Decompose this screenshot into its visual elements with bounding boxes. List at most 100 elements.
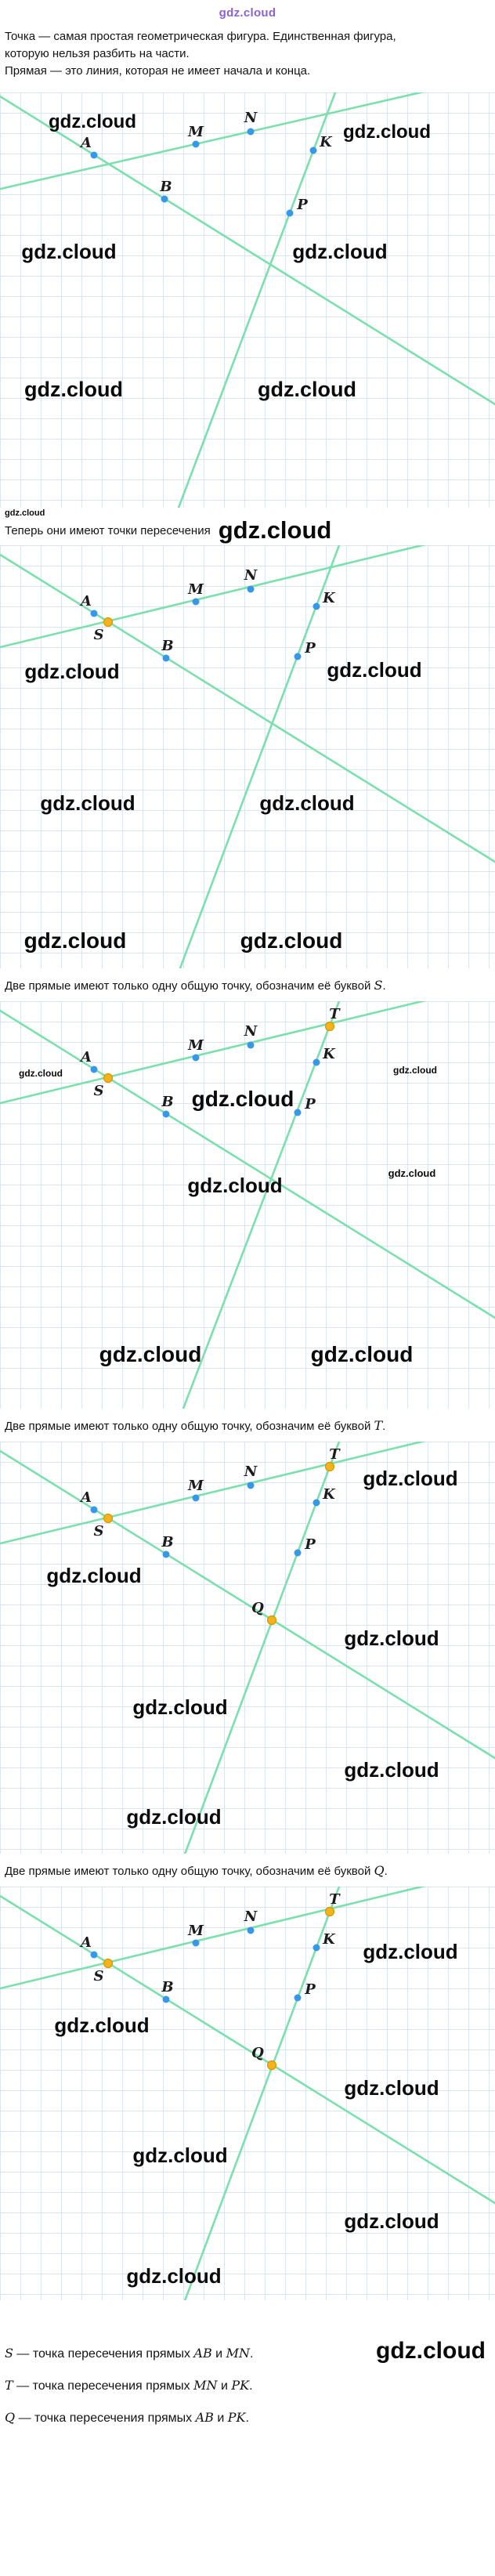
point-label-A: A bbox=[79, 593, 92, 610]
point-letter: S bbox=[374, 978, 383, 993]
point-N bbox=[247, 585, 255, 593]
point-label-T: T bbox=[329, 1891, 341, 1908]
point-letter: Q bbox=[5, 2410, 16, 2425]
point-label-A: A bbox=[79, 1934, 92, 1951]
caption-text-before: Две прямые имеют только одну общую точку… bbox=[5, 979, 374, 993]
point-P bbox=[294, 1994, 302, 2002]
point-P bbox=[286, 209, 294, 217]
summary-line-t: T — точка пересечения прямых MN и PK. bbox=[5, 2370, 495, 2402]
point-A bbox=[90, 610, 98, 617]
point-label-T: T bbox=[329, 1446, 341, 1463]
watermark-text: gdz.cloud bbox=[311, 1342, 414, 1366]
point-B bbox=[162, 1550, 170, 1558]
watermark-text: gdz.cloud bbox=[24, 660, 119, 683]
caption-text-after: . bbox=[384, 1865, 388, 1878]
point-label-N: N bbox=[244, 1908, 258, 1925]
point-label-Q: Q bbox=[251, 2045, 264, 2061]
summary-block: S — точка пересечения прямых AB и MN. T … bbox=[0, 2338, 495, 2434]
diagram-intersection-q-canvas: gdz.cloudgdz.cloudgdz.cloudgdz.cloudgdz.… bbox=[0, 1442, 495, 1854]
caption-text-after: . bbox=[382, 979, 386, 993]
intro-line-1: Точка — самая простая геометрическая фиг… bbox=[5, 30, 396, 43]
point-P bbox=[294, 653, 302, 660]
line-name: PK bbox=[231, 2378, 250, 2393]
watermark-text: gdz.cloud bbox=[24, 378, 123, 401]
point-label-P: P bbox=[296, 197, 308, 213]
line-MN bbox=[0, 1001, 427, 1105]
line-PK bbox=[177, 92, 337, 508]
point-label-N: N bbox=[244, 110, 258, 126]
line-name: MN bbox=[193, 2378, 218, 2393]
point-label-B: B bbox=[161, 1094, 173, 1110]
line-PK bbox=[183, 1887, 341, 2300]
point-label-T: T bbox=[329, 1006, 341, 1022]
point-B bbox=[162, 654, 170, 662]
point-label-B: B bbox=[161, 1534, 173, 1550]
watermark-text: gdz.cloud bbox=[99, 1342, 202, 1366]
point-label-A: A bbox=[79, 135, 92, 151]
watermark-text: gdz.cloud bbox=[21, 240, 116, 263]
point-label-M: M bbox=[187, 581, 204, 598]
point-M bbox=[192, 140, 200, 148]
point-P bbox=[294, 1109, 302, 1116]
diagram-intersection-t-canvas: gdz.cloudgdz.cloudgdz.cloudgdz.cloudgdz.… bbox=[0, 1001, 495, 1409]
point-label-M: M bbox=[187, 1478, 204, 1494]
watermark-text: gdz.cloud bbox=[363, 1940, 457, 1963]
point-S bbox=[103, 1513, 114, 1524]
watermark-text: gdz.cloud bbox=[132, 1695, 227, 1719]
point-Q bbox=[266, 2060, 277, 2071]
summary-text: . bbox=[249, 2379, 253, 2393]
line-name: AB bbox=[195, 2410, 214, 2425]
point-N bbox=[247, 128, 255, 136]
caption-point-s: Две прямые имеют только одну общую точку… bbox=[0, 968, 495, 1001]
point-K bbox=[313, 1944, 320, 1952]
watermark-text: gdz.cloud bbox=[187, 1174, 282, 1197]
point-label-B: B bbox=[161, 1979, 173, 1995]
line-name: MN bbox=[226, 2346, 250, 2361]
point-label-M: M bbox=[187, 1037, 204, 1054]
point-label-N: N bbox=[244, 1023, 258, 1040]
watermark-text: gdz.cloud bbox=[49, 111, 136, 132]
point-label-P: P bbox=[304, 1536, 316, 1553]
caption-text-before: Две прямые имеют только одну общую точку… bbox=[5, 1420, 374, 1433]
watermark-text: gdz.cloud bbox=[5, 508, 45, 518]
point-K bbox=[313, 602, 320, 610]
point-S bbox=[103, 1073, 114, 1084]
point-label-P: P bbox=[304, 1981, 316, 1998]
watermark-text: gdz.cloud bbox=[258, 378, 356, 401]
watermark-text: gdz.cloud bbox=[363, 1467, 457, 1490]
point-S bbox=[103, 1958, 114, 1969]
point-K bbox=[313, 1499, 320, 1507]
point-label-A: A bbox=[79, 1489, 92, 1506]
caption-intersections-text: Теперь они имеют точки пересечения bbox=[5, 523, 211, 537]
point-B bbox=[162, 1995, 170, 2003]
point-B bbox=[161, 195, 168, 203]
point-label-M: M bbox=[187, 124, 204, 140]
point-letter: T bbox=[374, 1418, 383, 1433]
point-T bbox=[324, 1461, 335, 1472]
point-label-S: S bbox=[94, 627, 104, 643]
point-S bbox=[103, 617, 114, 628]
point-T bbox=[324, 1906, 335, 1917]
point-label-S: S bbox=[94, 1523, 104, 1539]
watermark-text: gdz.cloud bbox=[344, 1758, 439, 1782]
caption-text-after: . bbox=[382, 1420, 386, 1433]
watermark-text: gdz.cloud bbox=[19, 1068, 63, 1079]
watermark-text: gdz.cloud bbox=[126, 1805, 221, 1829]
point-M bbox=[192, 598, 200, 606]
summary-text: . bbox=[249, 2347, 254, 2361]
point-T bbox=[324, 1021, 335, 1032]
point-M bbox=[192, 1939, 200, 1947]
point-label-B: B bbox=[161, 638, 173, 654]
watermark-text: gdz.cloud bbox=[126, 2264, 221, 2288]
summary-text: и bbox=[213, 2411, 228, 2425]
point-label-P: P bbox=[304, 640, 316, 657]
point-label-K: K bbox=[322, 590, 336, 606]
line-MN bbox=[0, 1887, 427, 1990]
point-P bbox=[294, 1549, 302, 1557]
caption-intersections: gdz.cloud Теперь они имеют точки пересеч… bbox=[0, 508, 495, 545]
